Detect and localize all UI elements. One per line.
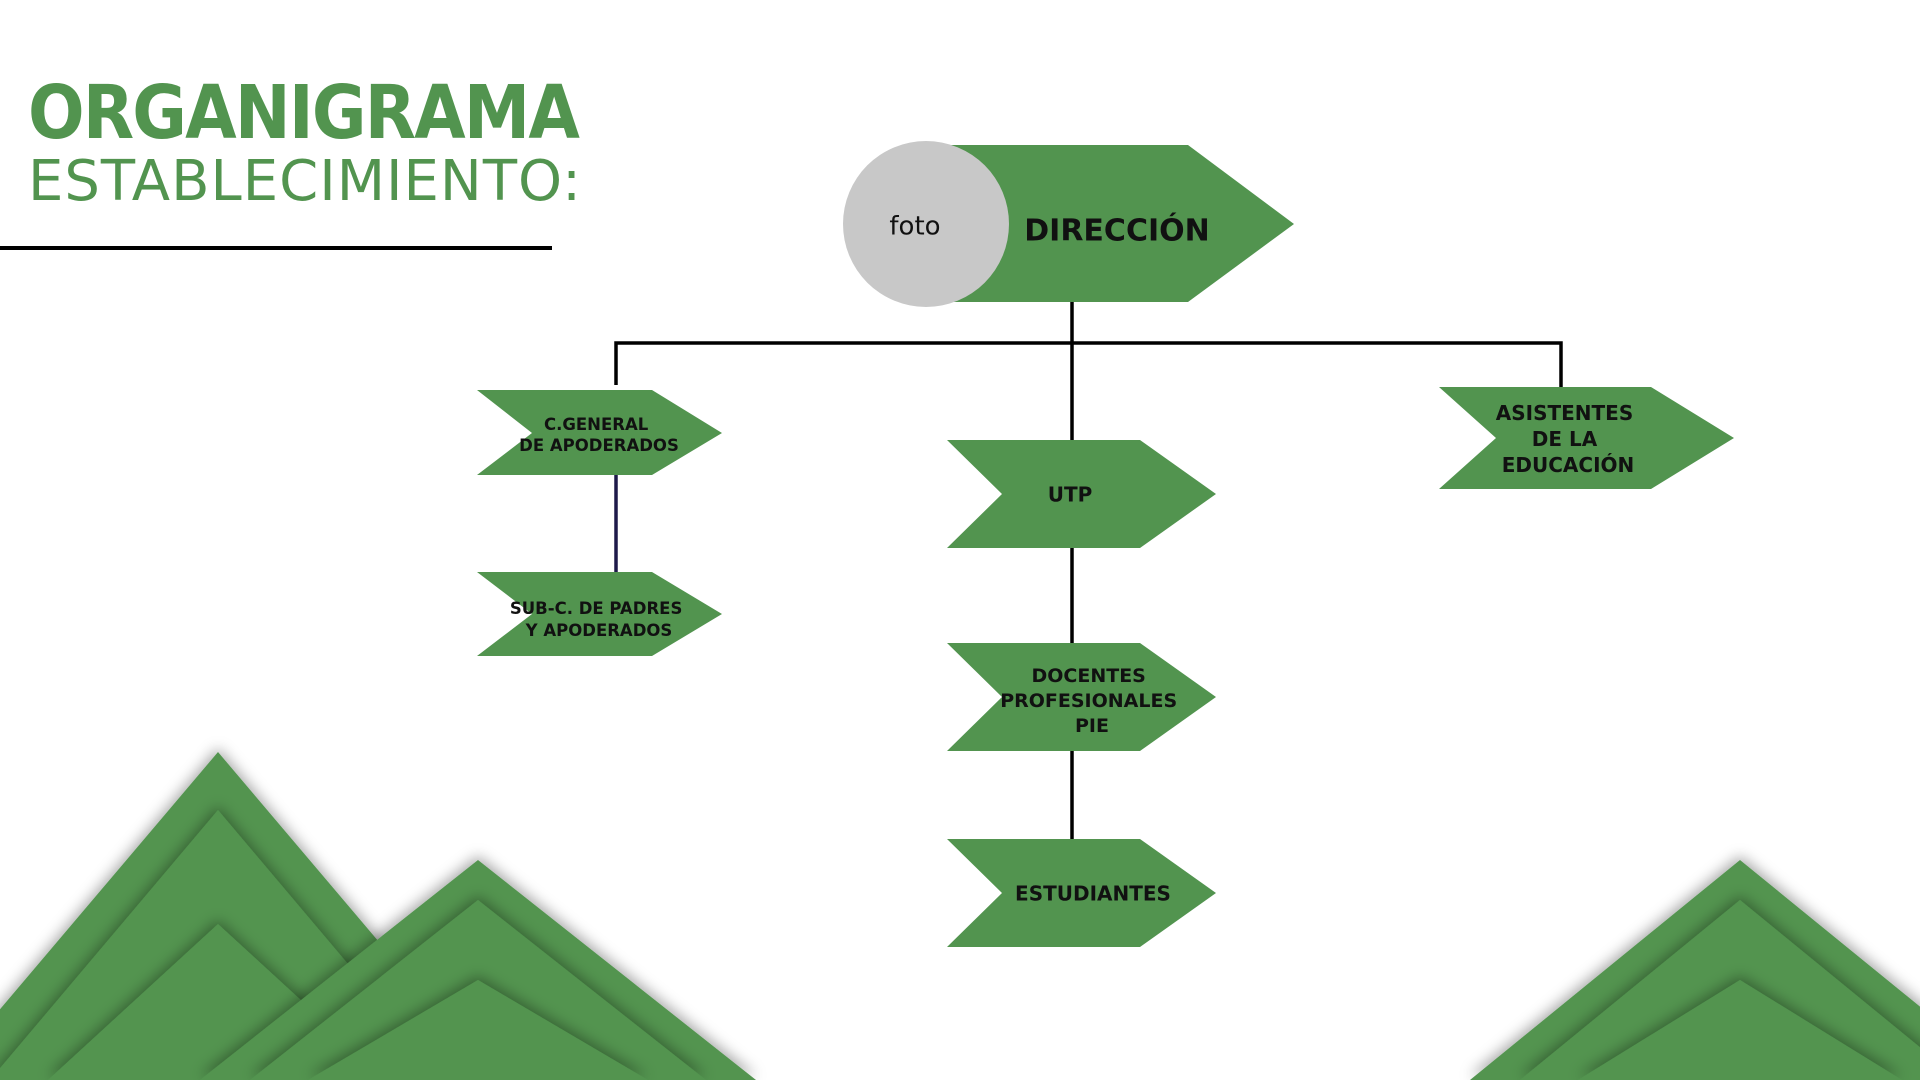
- photo-label: foto: [889, 212, 940, 242]
- utp-label: UTP: [1048, 483, 1093, 507]
- title-underline: [0, 246, 552, 250]
- docentes-label: DOCENTES PROFESIONALES PIE: [1000, 665, 1184, 737]
- connectors: [614, 300, 1563, 840]
- direccion-label: DIRECCIÓN: [1024, 212, 1209, 249]
- subc-box: [477, 572, 722, 656]
- estudiantes-box: [947, 839, 1216, 947]
- subc-label: SUB-C. DE PADRES Y APODERADOS: [510, 599, 688, 640]
- direccion-box: [945, 145, 1294, 302]
- node-estudiantes[interactable]: ESTUDIANTES: [947, 839, 1216, 947]
- node-docentes[interactable]: DOCENTES PROFESIONALES PIE: [947, 643, 1216, 751]
- asistentes-box: [1439, 387, 1734, 489]
- mountains-right-decoration: [1470, 860, 1920, 1080]
- asistentes-label: ASISTENTES DE LA EDUCACIÓN: [1496, 401, 1640, 477]
- node-asistentes[interactable]: ASISTENTES DE LA EDUCACIÓN: [1439, 387, 1734, 489]
- cgeneral-box: [477, 390, 722, 475]
- connector-horizontal-bar: [614, 341, 1563, 387]
- node-cgeneral[interactable]: C.GENERAL DE APODERADOS: [477, 390, 722, 475]
- mountains-left-decoration: [0, 752, 756, 1080]
- page-title: ORGANIGRAMA: [28, 70, 580, 156]
- cgeneral-label: C.GENERAL DE APODERADOS: [519, 415, 679, 455]
- utp-box: [947, 440, 1216, 548]
- docentes-box: [947, 643, 1216, 751]
- page-subtitle: ESTABLECIMIENTO:: [28, 149, 582, 214]
- node-subc[interactable]: SUB-C. DE PADRES Y APODERADOS: [477, 572, 722, 656]
- node-utp[interactable]: UTP: [947, 440, 1216, 548]
- estudiantes-label: ESTUDIANTES: [1015, 882, 1171, 906]
- node-direccion[interactable]: foto DIRECCIÓN: [843, 141, 1294, 307]
- photo-placeholder: [843, 141, 1009, 307]
